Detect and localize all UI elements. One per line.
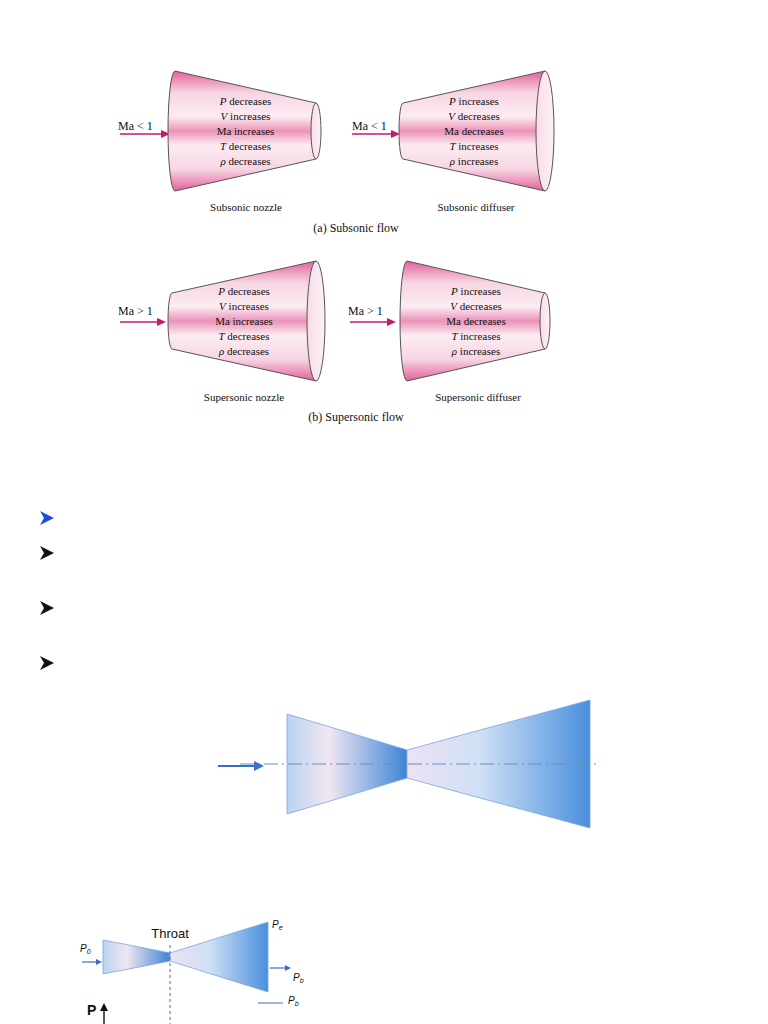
figure-caption: (b) Supersonic flow <box>308 410 403 425</box>
throat-label: Throat <box>151 926 189 941</box>
property-trend: T increases <box>403 139 545 154</box>
property-trend: P increases <box>403 94 545 109</box>
bullet-arrow <box>40 511 54 670</box>
property-trend: Ma increases <box>175 124 316 139</box>
duct-cone: P increasesV decreasesMa decreasesT incr… <box>398 68 554 218</box>
cone-opening <box>536 71 554 191</box>
property-trend: ρ increases <box>407 344 545 359</box>
pressure-label: P0 <box>80 943 91 955</box>
pressure-label: Pb <box>293 972 304 984</box>
property-trend: ρ decreases <box>175 154 316 169</box>
cone-body <box>168 71 316 191</box>
property-trend: Ma increases <box>172 314 316 329</box>
axis-label: P <box>87 1002 96 1018</box>
cone-opening <box>540 293 550 349</box>
property-trend: V increases <box>175 109 316 124</box>
duct-cone: P decreasesV increasesMa increasesT decr… <box>166 258 322 408</box>
mach-label: Ma > 1 <box>348 304 383 319</box>
property-trend: T decreases <box>175 139 316 154</box>
duct-caption: Supersonic nozzle <box>166 390 322 404</box>
property-trend: ρ decreases <box>172 344 316 359</box>
pressure-label: Pe <box>272 919 283 931</box>
pressure-nozzle <box>82 922 291 1024</box>
property-trend: Ma decreases <box>403 124 545 139</box>
property-trend: V increases <box>172 299 316 314</box>
property-list: P increasesV decreasesMa decreasesT incr… <box>403 94 545 169</box>
property-list: P increasesV decreasesMa decreasesT incr… <box>407 284 545 359</box>
pressure-label: Pb <box>288 995 299 1007</box>
property-trend: P decreases <box>172 284 316 299</box>
cone-body <box>168 261 316 381</box>
property-trend: T decreases <box>172 329 316 344</box>
cone-body <box>400 261 545 381</box>
property-trend: Ma decreases <box>407 314 545 329</box>
duct-caption: Supersonic diffuser <box>400 390 556 404</box>
mach-label: Ma < 1 <box>118 119 153 134</box>
mach-label: Ma > 1 <box>118 304 153 319</box>
duct-caption: Subsonic diffuser <box>398 200 554 214</box>
property-trend: V decreases <box>407 299 545 314</box>
property-trend: P decreases <box>175 94 316 109</box>
property-trend: ρ increases <box>403 154 545 169</box>
property-trend: T increases <box>407 329 545 344</box>
cone-body <box>399 71 545 191</box>
cone-opening <box>311 103 321 159</box>
property-list: P decreasesV increasesMa increasesT decr… <box>175 94 316 169</box>
cone-opening <box>307 261 325 381</box>
property-trend: P increases <box>407 284 545 299</box>
duct-cone: P decreasesV increasesMa increasesT decr… <box>168 68 324 218</box>
property-trend: V decreases <box>403 109 545 124</box>
duct-caption: Subsonic nozzle <box>168 200 324 214</box>
figure-caption: (a) Subsonic flow <box>313 221 398 236</box>
duct-cone: P increasesV decreasesMa decreasesT incr… <box>400 258 556 408</box>
property-list: P decreasesV increasesMa increasesT decr… <box>172 284 316 359</box>
cd-nozzle <box>218 700 596 828</box>
mach-label: Ma < 1 <box>352 119 387 134</box>
